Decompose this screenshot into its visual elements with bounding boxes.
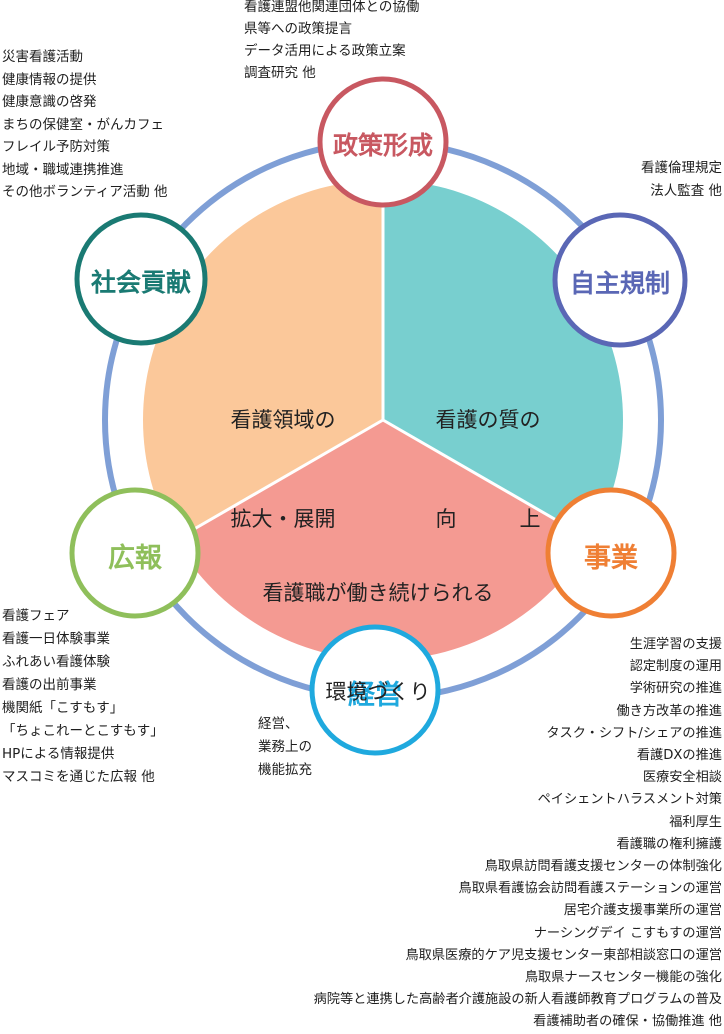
list-item-shakai: フレイル予防対策 xyxy=(2,139,110,155)
list-item-jigyo: 鳥取県訪問看護支援センターの体制強化 xyxy=(484,859,722,875)
list-item-jigyo: 看護補助者の確保・協働推進 他 xyxy=(533,1014,722,1030)
list-item-jigyo: 看護職の権利擁護 xyxy=(616,836,723,852)
node-label-keiei: 経営 xyxy=(348,680,402,711)
list-item-keiei: 業務上の xyxy=(258,739,312,755)
node-label-koho: 広報 xyxy=(108,543,162,574)
center-right-line2: 向 上 xyxy=(435,507,541,531)
node-label-jishu: 自主規制 xyxy=(569,269,670,298)
node-label-jigyo: 事業 xyxy=(584,543,638,574)
node-label-shakai: 社会貢献 xyxy=(90,268,191,297)
list-item-seisaku: 県等への政策提言 xyxy=(244,21,352,37)
list-item-shakai: 健康意識の啓発 xyxy=(2,94,97,110)
list-item-jigyo: 鳥取県医療的ケア児支援センター東部相談窓口の運営 xyxy=(405,947,723,963)
list-item-jigyo: 看護DXの推進 xyxy=(636,748,722,764)
list-item-jigyo: 医療安全相談 xyxy=(642,770,722,786)
center-right-line1: 看護の質の xyxy=(435,408,541,432)
center-right-label: 看護の質の 向 上 xyxy=(408,338,568,602)
list-item-seisaku: 調査研究 他 xyxy=(244,65,316,81)
list-item-jigyo: 病院等と連携した高齢者介護施設の新人看護師教育プログラムの普及 xyxy=(313,992,722,1008)
list-item-jigyo: タスク・シフト/シェアの推進 xyxy=(546,725,722,741)
list-item-jigyo: ペイシェントハラスメント対策 xyxy=(537,792,722,808)
list-item-jigyo: 生涯学習の支援 xyxy=(629,637,722,652)
list-item-koho: 看護フェア xyxy=(2,608,70,624)
list-item-shakai: その他ボランティア活動 他 xyxy=(2,184,168,200)
list-shakai: 災害看護活動健康情報の提供健康意識の啓発まちの保健室・がんカフェフレイル予防対策… xyxy=(2,46,167,204)
list-item-jigyo: 認定制度の運用 xyxy=(629,659,722,675)
node-circle-seisaku xyxy=(317,76,449,208)
list-item-seisaku: 看護連盟他関連団体との協働 xyxy=(244,0,420,15)
list-item-koho: マスコミを通じた広報 他 xyxy=(2,769,155,785)
list-item-keiei: 機能拡充 xyxy=(258,762,312,778)
list-item-keiei: 経営、 xyxy=(258,716,299,732)
node-circle-jishu xyxy=(552,212,688,348)
node-circle-keiei xyxy=(309,624,441,756)
list-item-koho: HPによる情報提供 xyxy=(2,746,115,762)
center-left-line1: 看護領域の xyxy=(230,408,336,432)
list-item-jishu: 法人監査 他 xyxy=(650,183,722,199)
list-item-koho: 看護一日体験事業 xyxy=(2,631,110,647)
center-left-label: 看護領域の 拡大・展開 xyxy=(198,338,368,602)
center-bottom-label: 看護職が働き続けられる 環境づくり xyxy=(243,511,513,775)
list-item-jishu: 看護倫理規定 xyxy=(641,160,722,176)
center-bottom-line2: 環境づくり xyxy=(325,680,431,704)
list-item-shakai: 災害看護活動 xyxy=(2,49,83,65)
node-label-seisaku: 政策形成 xyxy=(332,131,433,160)
list-item-seisaku: データ活用による政策立案 xyxy=(244,43,406,59)
list-keiei: 経営、業務上の機能拡充 xyxy=(258,713,312,782)
node-circle-shakai xyxy=(74,212,208,346)
node-circle-jigyo xyxy=(545,487,677,619)
list-jigyo: 生涯学習の支援認定制度の運用学術研究の推進働き方改革の推進タスク・シフト/シェア… xyxy=(314,634,722,1034)
node-circle-koho xyxy=(69,487,201,619)
list-item-jigyo: 鳥取県看護協会訪問看護ステーションの運営 xyxy=(458,881,722,897)
list-item-jigyo: ナーシングデイ こすもすの運営 xyxy=(533,925,722,941)
list-item-koho: 「ちょこれーとこすもす」 xyxy=(2,723,164,739)
list-item-jigyo: 学術研究の推進 xyxy=(629,681,722,697)
list-item-shakai: 地域・職域連携推進 xyxy=(2,161,124,178)
center-bottom-line1: 看護職が働き続けられる xyxy=(262,581,494,605)
list-item-jigyo: 居宅介護支援事業所の運営 xyxy=(563,903,722,919)
center-left-line2: 拡大・展開 xyxy=(230,507,336,531)
list-item-jigyo: 鳥取県ナースセンター機能の強化 xyxy=(524,970,722,986)
list-jishu: 看護倫理規定法人監査 他 xyxy=(641,157,722,203)
separator-left xyxy=(174,418,384,542)
list-item-shakai: まちの保健室・がんカフェ xyxy=(2,116,164,133)
list-seisaku: 看護連盟他関連団体との協働県等への政策提言データ活用による政策立案調査研究 他 xyxy=(244,0,419,84)
list-item-koho: 機関紙「こすもす」 xyxy=(2,700,124,716)
list-koho: 看護フェア看護一日体験事業ふれあい看護体験看護の出前事業機関紙「こすもす」「ちょ… xyxy=(2,605,164,789)
list-item-shakai: 健康情報の提供 xyxy=(2,71,97,88)
list-item-koho: 看護の出前事業 xyxy=(2,677,97,693)
list-item-koho: ふれあい看護体験 xyxy=(2,654,110,670)
list-item-jigyo: 福利厚生 xyxy=(669,814,722,830)
list-item-jigyo: 働き方改革の推進 xyxy=(616,703,723,719)
